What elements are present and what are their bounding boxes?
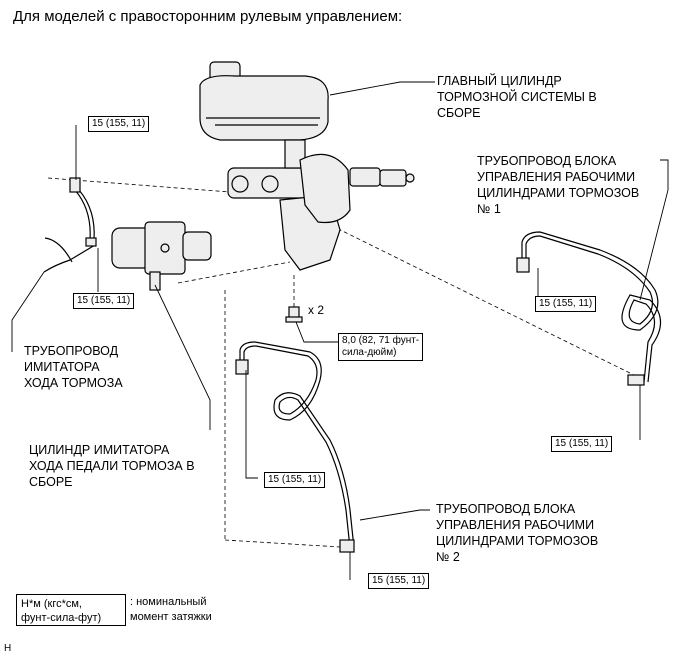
master-cylinder-drawing bbox=[199, 61, 415, 271]
torque-line: сила-дюйм) bbox=[342, 347, 397, 358]
label-line: ЦИЛИНДРАМИ ТОРМОЗОВ bbox=[477, 186, 640, 200]
torque-box: 15 (155, 11) bbox=[551, 436, 613, 452]
legend-text: : номинальный момент затяжки bbox=[130, 595, 212, 625]
label-line: № 1 bbox=[477, 202, 501, 216]
legend-line: : номинальный bbox=[130, 596, 207, 608]
label-line: № 2 bbox=[436, 550, 460, 564]
quantity-label: x 2 bbox=[308, 303, 325, 317]
label-line: ТРУБОПРОВОД БЛОКА bbox=[436, 502, 576, 516]
footer-mark: H bbox=[4, 643, 12, 654]
label-master-cylinder: ГЛАВНЫЙ ЦИЛИНДР ТОРМОЗНОЙ СИСТЕМЫ В СБОР… bbox=[437, 73, 597, 121]
simulator-cylinder-drawing bbox=[111, 221, 212, 291]
label-pipe-no2: ТРУБОПРОВОД БЛОКА УПРАВЛЕНИЯ РАБОЧИМИ ЦИ… bbox=[436, 501, 598, 565]
label-line: ХОДА ПЕДАЛИ ТОРМОЗА В bbox=[29, 459, 195, 473]
torque-box: 15 (155, 11) bbox=[535, 296, 597, 312]
label-line: ГЛАВНЫЙ ЦИЛИНДР bbox=[437, 74, 562, 88]
torque-box: 15 (155, 11) bbox=[264, 472, 326, 488]
torque-box: 15 (155, 11) bbox=[73, 293, 135, 309]
label-line: ИМИТАТОРА bbox=[24, 360, 100, 374]
label-line: ХОДА ТОРМОЗА bbox=[24, 376, 123, 390]
label-line: УПРАВЛЕНИЯ РАБОЧИМИ bbox=[436, 518, 595, 532]
legend-line: Н*м (кгс*см, bbox=[21, 598, 82, 610]
torque-line: 8,0 (82, 71 фунт- bbox=[342, 335, 420, 346]
label-line: ТОРМОЗНОЙ СИСТЕМЫ В bbox=[437, 90, 597, 104]
label-line: ТРУБОПРОВОД БЛОКА bbox=[477, 154, 617, 168]
legend-line: момент затяжки bbox=[130, 611, 212, 623]
label-line: ЦИЛИНДР ИМИТАТОРА bbox=[29, 443, 170, 457]
page-heading: Для моделей с правосторонним рулевым упр… bbox=[13, 8, 403, 25]
label-line: УПРАВЛЕНИЯ РАБОЧИМИ bbox=[477, 170, 636, 184]
torque-box: 15 (155, 11) bbox=[88, 116, 150, 132]
pipe-no2-drawing bbox=[235, 341, 355, 553]
label-simulator-cylinder: ЦИЛИНДР ИМИТАТОРА ХОДА ПЕДАЛИ ТОРМОЗА В … bbox=[29, 442, 195, 490]
torque-box: 15 (155, 11) bbox=[368, 573, 430, 589]
label-line: СБОРЕ bbox=[437, 106, 481, 120]
torque-box-nut: 8,0 (82, 71 фунт- сила-дюйм) bbox=[338, 333, 424, 361]
legend-box: Н*м (кгс*см, фунт-сила-фут) bbox=[16, 594, 126, 626]
label-simulator-pipe: ТРУБОПРОВОД ИМИТАТОРА ХОДА ТОРМОЗА bbox=[24, 343, 123, 391]
leader-lines bbox=[11, 81, 669, 580]
label-line: ЦИЛИНДРАМИ ТОРМОЗОВ bbox=[436, 534, 599, 548]
label-line: СБОРЕ bbox=[29, 475, 73, 489]
pipe-no1-drawing bbox=[516, 231, 662, 386]
simulator-pipe-drawing bbox=[43, 177, 97, 273]
legend-line: фунт-сила-фут) bbox=[21, 612, 102, 624]
bolt-drawing bbox=[285, 306, 303, 323]
label-pipe-no1: ТРУБОПРОВОД БЛОКА УПРАВЛЕНИЯ РАБОЧИМИ ЦИ… bbox=[477, 153, 639, 217]
label-line: ТРУБОПРОВОД bbox=[24, 344, 119, 358]
